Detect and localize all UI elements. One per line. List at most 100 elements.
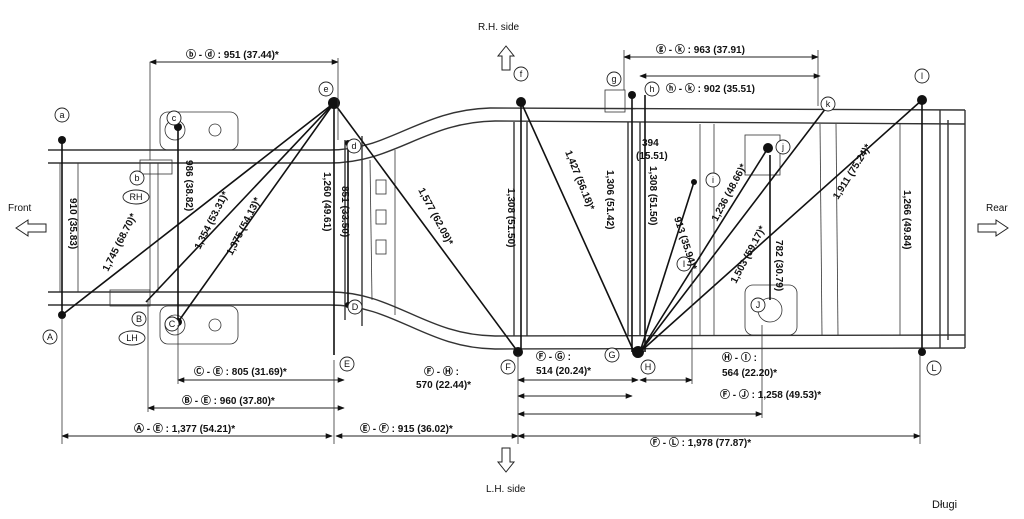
dim-eE-label: 1,260 (49.61) [321,172,332,232]
marker-L: L [926,360,942,376]
bottom-dimension-lines [61,270,921,444]
upper-markers: a b c d e f g h i j k l [54,66,930,188]
dim-eC-label: 1,354 (53.31)* [193,190,232,252]
direction-arrows [15,45,1009,473]
top-dimension-lines [149,50,821,160]
lh-side-arrow-icon [496,447,516,473]
svg-text:B: B [136,314,142,324]
side-badges: RH LH [118,189,150,346]
marker-k: k [820,96,836,112]
dim-eB-label: 1,375 (54.13)* [225,196,264,258]
dim-bd-label: ⓑ - ⓓ : 951 (37.44)* [186,48,279,61]
rh-side-arrow-icon [496,45,516,71]
svg-text:k: k [826,99,831,109]
svg-text:f: f [520,69,523,79]
dim-i-top-label: 394 [642,138,659,149]
dim-FJ-label: Ⓕ - Ⓙ : 1,258 (49.53)* [720,388,821,401]
svg-text:d: d [351,141,356,151]
lh-side-label: L.H. side [486,484,526,495]
dim-lL-label: 1,266 (49.84) [901,190,912,250]
dim-FG-value: 514 (20.24)* [536,366,591,377]
dim-i-top-label-2: (15.51) [636,151,668,162]
marker-C: C [164,316,180,332]
marker-I: I [676,256,692,272]
dim-bE-label: 1,745 (68.70)* [101,212,140,274]
dim-HI-value: 564 (22.20)* [722,368,777,379]
dim-hk-label: ⓗ - ⓚ : 902 (35.51) [666,82,755,95]
rh-side-label: R.H. side [478,22,520,33]
svg-text:C: C [169,319,176,329]
svg-text:h: h [649,84,654,94]
frame-outline [48,89,966,350]
svg-text:e: e [323,84,328,94]
svg-text:a: a [59,110,64,120]
marker-e: e [318,81,334,97]
dim-cC-label: 986 (38.82) [183,160,194,211]
dim-lH-label: 1,911 (75.24)* [831,142,874,201]
svg-text:G: G [608,350,615,360]
dim-hH-label: 1,308 (51.50) [647,166,658,226]
dim-fF-label: 1,308 (51.50) [505,188,516,248]
rh-badge-label: RH [130,192,143,202]
dim-jH-label: 1,236 (48.66)* [710,162,750,223]
measurement-points [58,91,927,358]
marker-c: c [166,110,182,126]
marker-D: D [347,299,363,315]
svg-text:F: F [505,362,511,372]
dim-jJ-label: 782 (30.79) [773,240,784,291]
dim-CE-label: Ⓒ - Ⓔ : 805 (31.69)* [194,365,287,378]
dim-AE-label: Ⓐ - Ⓔ : 1,377 (54.21)* [134,422,235,435]
lh-badge [118,330,146,346]
marker-b: b [129,170,145,186]
lower-markers: A B C D E F G H I J L [42,256,942,376]
dim-HI-label: Ⓗ - Ⓘ : [722,351,757,364]
svg-text:i: i [712,175,714,185]
svg-text:L: L [931,363,936,373]
marker-f: f [513,66,529,82]
author-label: Długi [932,499,957,511]
diagonal-lines [61,95,923,355]
marker-d: d [346,138,362,154]
marker-j: j [775,139,791,155]
svg-text:E: E [344,359,350,369]
svg-text:J: J [756,300,761,310]
dim-eF-label: 1,577 (62.09)* [415,186,455,247]
marker-H: H [640,359,656,375]
dim-FH-label: Ⓕ - Ⓗ : [424,365,459,378]
svg-text:H: H [645,362,652,372]
front-arrow-icon [15,219,47,237]
svg-text:g: g [611,74,616,84]
lh-badge-label: LH [126,333,138,343]
svg-text:l: l [921,71,923,81]
marker-F: F [500,359,516,375]
dim-gk-label: ⓖ - ⓚ : 963 (37.91) [656,43,745,56]
dim-dD-label: 851 (33.50) [339,186,350,237]
dim-FG-label: Ⓕ - Ⓖ : [536,350,571,363]
dim-EF-label: Ⓔ - Ⓕ : 915 (36.02)* [360,422,453,435]
dim-FL-label: Ⓕ - Ⓛ : 1,978 (77.87)* [650,436,751,449]
svg-text:D: D [352,302,359,312]
marker-g: g [606,71,622,87]
svg-text:I: I [683,259,686,269]
marker-i: i [705,172,721,188]
front-label: Front [8,203,32,214]
svg-text:j: j [781,142,784,152]
marker-l: l [914,68,930,84]
svg-text:A: A [47,332,53,342]
dim-hG-label: 1,306 (51.42) [604,170,615,230]
dim-aA-label: 910 (35.83) [67,198,78,249]
marker-E: E [339,356,355,372]
rear-arrow-icon [977,219,1009,237]
svg-text:b: b [134,173,139,183]
rear-label: Rear [986,203,1008,214]
svg-text:c: c [172,113,177,123]
marker-a: a [54,107,70,123]
marker-A: A [42,329,58,345]
rh-badge [122,189,150,205]
marker-B: B [131,311,147,327]
dim-kH-label: 1,503 (59.17)* [729,224,769,285]
dim-BE-label: Ⓑ - Ⓔ : 960 (37.80)* [182,394,275,407]
marker-G: G [604,347,620,363]
marker-J: J [750,297,766,313]
